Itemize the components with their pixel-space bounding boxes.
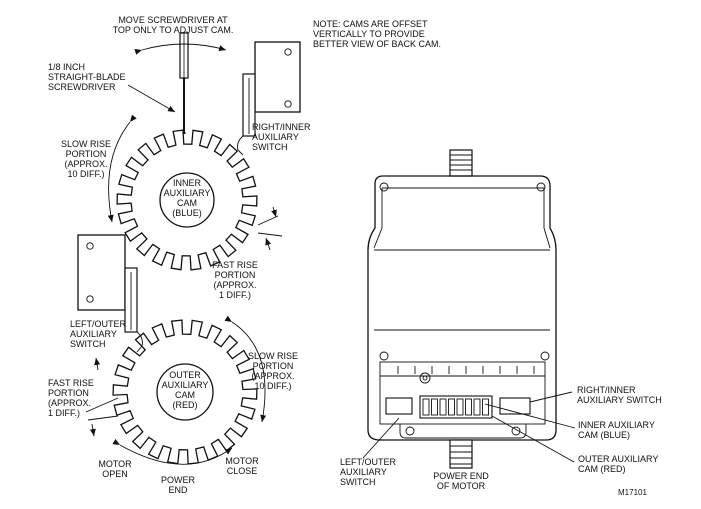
svg-text:POWER END: POWER END xyxy=(433,471,489,481)
inner-cam-label: INNER AUXILIARY CAM (BLUE) xyxy=(164,178,211,218)
svg-text:(APPROX.: (APPROX. xyxy=(64,159,107,169)
note-text: NOTE: CAMS ARE OFFSET VERTICALLY TO PROV… xyxy=(313,19,441,49)
svg-text:STRAIGHT-BLADE: STRAIGHT-BLADE xyxy=(48,72,126,82)
svg-text:10 DIFF.): 10 DIFF.) xyxy=(254,381,291,391)
svg-text:AUXILIARY: AUXILIARY xyxy=(252,132,299,142)
motor-open-text: MOTOR OPEN xyxy=(98,459,132,479)
svg-text:PORTION: PORTION xyxy=(253,361,294,371)
inner-cam-gear xyxy=(116,129,258,271)
svg-text:(APPROX.: (APPROX. xyxy=(48,398,91,408)
svg-text:FAST RISE: FAST RISE xyxy=(48,378,94,388)
svg-text:LEFT/OUTER: LEFT/OUTER xyxy=(70,319,127,329)
svg-text:1 DIFF.): 1 DIFF.) xyxy=(48,408,80,418)
outer-cam-right-text: OUTER AUXILIARY CAM (RED) xyxy=(578,454,658,474)
left-outer-switch-icon xyxy=(77,234,143,353)
svg-text:OF MOTOR: OF MOTOR xyxy=(437,481,486,491)
svg-text:CAM: CAM xyxy=(177,198,197,208)
svg-text:PORTION: PORTION xyxy=(66,149,107,159)
motor-close-text: MOTOR CLOSE xyxy=(225,456,259,476)
svg-text:END: END xyxy=(168,485,188,495)
svg-text:INNER AUXILIARY: INNER AUXILIARY xyxy=(578,420,655,430)
screwdriver-icon xyxy=(179,32,189,134)
svg-text:AUXILIARY: AUXILIARY xyxy=(70,329,117,339)
fast-rise-inner-text: FAST RISE PORTION (APPROX. 1 DIFF.) xyxy=(212,260,258,300)
svg-text:TOP ONLY TO ADJUST CAM.: TOP ONLY TO ADJUST CAM. xyxy=(113,25,234,35)
svg-text:(BLUE): (BLUE) xyxy=(172,208,202,218)
svg-text:CAM (BLUE): CAM (BLUE) xyxy=(578,430,630,440)
svg-text:SLOW RISE: SLOW RISE xyxy=(61,139,111,149)
svg-text:VERTICALLY TO PROVIDE: VERTICALLY TO PROVIDE xyxy=(313,29,425,39)
svg-text:FAST RISE: FAST RISE xyxy=(212,260,258,270)
svg-text:AUXILIARY: AUXILIARY xyxy=(340,467,387,477)
svg-text:MOTOR: MOTOR xyxy=(98,459,132,469)
right-inner-switch-right-text: RIGHT/INNER AUXILIARY SWITCH xyxy=(577,385,662,405)
svg-text:AUXILIARY: AUXILIARY xyxy=(164,188,211,198)
svg-text:10 DIFF.): 10 DIFF.) xyxy=(67,169,104,179)
screwdriver-text: 1/8 INCH STRAIGHT-BLADE SCREWDRIVER xyxy=(48,62,126,92)
svg-text:OUTER AUXILIARY: OUTER AUXILIARY xyxy=(578,454,658,464)
svg-text:SCREWDRIVER: SCREWDRIVER xyxy=(48,82,116,92)
svg-text:1/8 INCH: 1/8 INCH xyxy=(48,62,85,72)
svg-text:AUXILIARY: AUXILIARY xyxy=(162,380,209,390)
right-inner-switch-icon xyxy=(237,41,301,156)
svg-text:AUXILIARY SWITCH: AUXILIARY SWITCH xyxy=(577,395,662,405)
power-end-text: POWER END xyxy=(161,475,196,495)
motor-housing xyxy=(367,149,557,469)
svg-text:CAM: CAM xyxy=(175,390,195,400)
svg-text:SWITCH: SWITCH xyxy=(340,477,376,487)
svg-text:PORTION: PORTION xyxy=(215,270,256,280)
svg-text:(APPROX.: (APPROX. xyxy=(213,280,256,290)
move-screwdriver-text: MOVE SCREWDRIVER AT TOP ONLY TO ADJUST C… xyxy=(113,15,234,35)
left-outer-switch-text: LEFT/OUTER AUXILIARY SWITCH xyxy=(70,319,127,349)
svg-text:SWITCH: SWITCH xyxy=(70,339,106,349)
svg-text:BETTER VIEW OF BACK CAM.: BETTER VIEW OF BACK CAM. xyxy=(313,39,441,49)
slow-rise-outer-text: SLOW RISE PORTION (APPROX. 10 DIFF.) xyxy=(248,351,298,391)
fast-rise-outer-text: FAST RISE PORTION (APPROX. 1 DIFF.) xyxy=(48,378,94,418)
svg-text:(RED): (RED) xyxy=(173,400,198,410)
figure-id: M17101 xyxy=(618,488,647,497)
power-end-motor-text: POWER END OF MOTOR xyxy=(433,471,489,491)
svg-text:SWITCH: SWITCH xyxy=(252,142,288,152)
svg-text:PORTION: PORTION xyxy=(48,388,89,398)
svg-text:MOTOR: MOTOR xyxy=(225,456,259,466)
inner-cam-right-text: INNER AUXILIARY CAM (BLUE) xyxy=(578,420,655,440)
svg-text:SLOW RISE: SLOW RISE xyxy=(248,351,298,361)
svg-text:CAM (RED): CAM (RED) xyxy=(578,464,626,474)
svg-text:LEFT/OUTER: LEFT/OUTER xyxy=(340,457,397,467)
outer-cam-label: OUTER AUXILIARY CAM (RED) xyxy=(162,370,209,410)
svg-text:CLOSE: CLOSE xyxy=(227,466,258,476)
right-inner-switch-text: RIGHT/INNER AUXILIARY SWITCH xyxy=(252,122,311,152)
slow-rise-inner-text: SLOW RISE PORTION (APPROX. 10 DIFF.) xyxy=(61,139,111,179)
svg-text:OUTER: OUTER xyxy=(169,370,201,380)
left-outer-switch-right-text: LEFT/OUTER AUXILIARY SWITCH xyxy=(340,457,397,487)
svg-text:OPEN: OPEN xyxy=(102,469,128,479)
svg-text:MOVE SCREWDRIVER AT: MOVE SCREWDRIVER AT xyxy=(118,15,228,25)
svg-text:RIGHT/INNER: RIGHT/INNER xyxy=(577,385,636,395)
svg-text:POWER: POWER xyxy=(161,475,196,485)
svg-text:(APPROX.: (APPROX. xyxy=(251,371,294,381)
svg-text:1 DIFF.): 1 DIFF.) xyxy=(219,290,251,300)
svg-text:NOTE: CAMS ARE OFFSET: NOTE: CAMS ARE OFFSET xyxy=(313,19,428,29)
adjust-arrow xyxy=(134,43,227,55)
svg-text:INNER: INNER xyxy=(173,178,202,188)
svg-text:RIGHT/INNER: RIGHT/INNER xyxy=(252,122,311,132)
